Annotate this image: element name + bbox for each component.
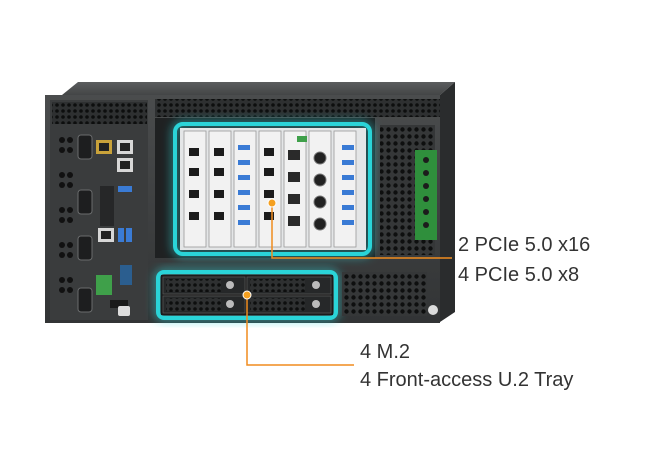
pcie-usb-ports	[238, 145, 354, 225]
pcie-lan-ports	[288, 150, 300, 226]
pcie-callout-dot	[267, 198, 277, 208]
storage-callout-dot	[242, 290, 252, 300]
terminal-block-right	[415, 150, 437, 240]
pcie-callout-line1: 2 PCIe 5.0 x16	[458, 234, 591, 256]
storage-callout-line	[246, 295, 354, 366]
lan-ports	[96, 140, 133, 242]
pcie-cards	[183, 130, 357, 248]
storage-callout-line2: 4 Front-access U.2 Tray	[360, 369, 574, 391]
com-ports	[77, 134, 93, 313]
usb-ports	[118, 186, 132, 242]
pcie-m12-ports	[313, 151, 327, 231]
gpu-display-ports	[189, 148, 274, 220]
power-icon	[118, 306, 130, 316]
chassis-top	[62, 82, 455, 95]
pcie-callout-line2: 4 PCIe 5.0 x8	[458, 264, 580, 286]
storage-callout-line1: 4 M.2	[360, 341, 411, 363]
terminal-block-left	[96, 275, 112, 295]
tray-latches	[226, 281, 320, 308]
pcie-callout-line	[271, 203, 452, 259]
side-vents	[59, 137, 73, 293]
